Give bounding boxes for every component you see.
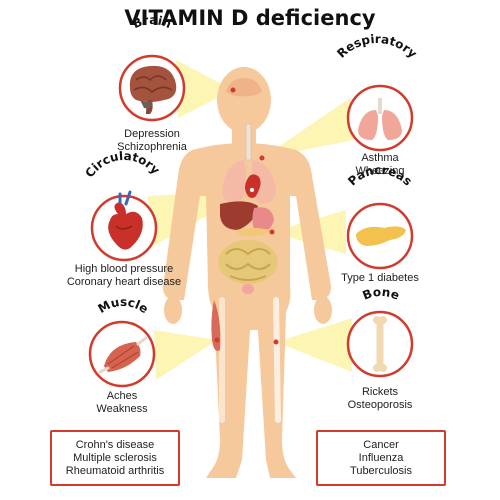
pancreas-icon [356, 226, 406, 246]
bladder-organ [242, 284, 254, 294]
marker-lungs [259, 155, 265, 161]
lungs-icon [358, 98, 402, 140]
condition-text: Schizophrenia [117, 141, 187, 153]
caption-respiratory: Asthma Wheezing [330, 152, 430, 178]
disease-text: Influenza [358, 451, 404, 464]
circle-muscle [88, 320, 156, 388]
condition-text: Wheezing [355, 165, 405, 177]
condition-text: Osteoporosis [347, 399, 413, 411]
marker-brain [230, 87, 236, 93]
beam-brain [176, 60, 233, 118]
trachea [245, 123, 252, 161]
left-lung [222, 160, 246, 204]
disease-text: Tuberculosis [350, 464, 412, 477]
caption-bone: Rickets Osteoporosis [330, 386, 430, 412]
circle-brain [118, 54, 186, 122]
heart-icon [108, 190, 143, 250]
intestine-coils [225, 248, 271, 281]
organ-label-respiratory: Respiratory [334, 32, 420, 61]
right-lung [252, 160, 276, 204]
intestines-organ [218, 240, 278, 284]
beam-muscle [154, 330, 217, 380]
marker-muscle [214, 337, 220, 343]
muscle-icon [98, 336, 148, 374]
disease-text: Multiple sclerosis [73, 451, 157, 464]
caption-brain: Depression Schizophrenia [102, 128, 202, 154]
circle-respiratory [346, 84, 414, 152]
marker-pancreas [269, 229, 275, 235]
condition-text: Type 1 diabetes [341, 272, 419, 284]
thigh-bone [273, 297, 281, 423]
internal-organs [211, 78, 281, 423]
organ-label-muscle: Muscle [96, 295, 151, 316]
brain-icon [129, 65, 177, 114]
caption-pancreas: Type 1 diabetes [330, 272, 430, 285]
disease-text: Cancer [363, 438, 399, 451]
disease-box-left: Crohn's disease Multiple sclerosis Rheum… [50, 430, 180, 486]
disease-text: Crohn's disease [75, 438, 155, 451]
circle-bone [346, 310, 414, 378]
liver-organ [220, 201, 258, 230]
condition-text: Depression [124, 128, 180, 140]
page-title: VITAMIN D deficiency [124, 6, 376, 30]
condition-text: Rickets [361, 386, 399, 398]
stomach-organ [252, 207, 274, 233]
organ-label-brain: Brain [131, 13, 174, 31]
bone-icon [373, 316, 387, 372]
condition-text: Weakness [96, 403, 148, 415]
marker-bone [273, 339, 279, 345]
beam-bone [276, 318, 352, 372]
caption-muscle: Aches Weakness [72, 390, 172, 416]
marker-heart [249, 187, 255, 193]
heart-organ [245, 174, 261, 198]
disease-box-right: Cancer Influenza Tuberculosis [316, 430, 446, 486]
organ-label-bone: Bone [361, 285, 402, 303]
condition-text: High blood pressure [74, 263, 174, 275]
condition-text: Asthma [361, 152, 399, 164]
disease-text: Rheumatoid arthritis [65, 464, 165, 477]
pancreas-organ [236, 228, 270, 237]
condition-text: Coronary heart disease [66, 276, 182, 288]
beam-respiratory [262, 98, 364, 158]
caption-circulatory: High blood pressure Coronary heart disea… [56, 263, 192, 289]
circle-pancreas [346, 202, 414, 270]
brain-organ [226, 78, 262, 97]
condition-text: Aches [106, 390, 138, 402]
circle-circulatory [90, 190, 158, 262]
